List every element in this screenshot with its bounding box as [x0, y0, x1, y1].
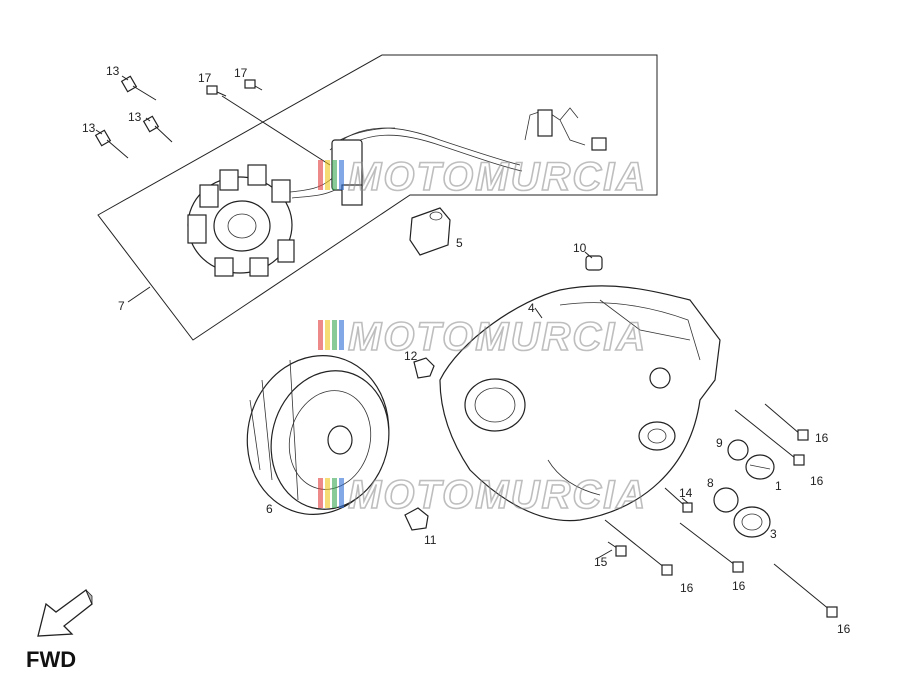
leader-17	[221, 95, 331, 166]
callout-3: 3	[770, 527, 777, 541]
leader-lines	[95, 75, 689, 559]
callout-14: 14	[679, 486, 693, 500]
screw-17-b	[244, 79, 263, 91]
leader-7	[127, 286, 151, 303]
seal-8	[713, 487, 739, 513]
nut-12	[413, 357, 435, 379]
callout-16-b: 16	[810, 474, 824, 488]
cap-1	[745, 454, 775, 480]
screw-13-b	[94, 129, 129, 159]
cap-3	[733, 506, 771, 538]
seal-9	[727, 439, 749, 461]
nut-11	[404, 507, 429, 531]
callout-13-b: 13	[82, 121, 96, 135]
watermark-text-3: MOTOMURCIA	[348, 473, 647, 517]
callout-17-b: 17	[234, 66, 248, 80]
bolt-16-b	[734, 409, 805, 466]
watermark-text-2: MOTOMURCIA	[348, 315, 647, 359]
bolt-16-a	[764, 403, 809, 441]
callout-5: 5	[456, 236, 463, 250]
callout-1: 1	[775, 479, 782, 493]
callout-16-e: 16	[837, 622, 851, 636]
watermark-2: MOTOMURCIA	[318, 314, 647, 360]
bolt-15	[607, 541, 627, 557]
flywheel-rotor-6	[246, 355, 390, 515]
callout-16-c: 16	[680, 581, 694, 595]
callout-8: 8	[707, 476, 714, 490]
callout-13-a: 13	[106, 64, 120, 78]
stator-coil	[187, 164, 351, 277]
callout-12: 12	[404, 349, 418, 363]
bolt-16-d	[679, 522, 744, 573]
crankcase-cover-4	[439, 285, 721, 522]
callout-10: 10	[573, 241, 587, 255]
callout-4: 4	[528, 301, 535, 315]
fwd-label: FWD	[26, 647, 76, 672]
watermark-text-1: MOTOMURCIA	[348, 155, 647, 199]
callout-9: 9	[716, 436, 723, 450]
callout-17-a: 17	[198, 71, 212, 85]
wiring-harness	[329, 107, 607, 206]
forward-arrow-icon	[37, 588, 93, 637]
watermark-1: MOTOMURCIA	[318, 154, 647, 200]
bolt-16-e	[773, 563, 838, 618]
watermark-3: MOTOMURCIA	[318, 472, 647, 518]
screw-13-a	[120, 75, 157, 101]
screw-17-a	[206, 85, 227, 97]
stator-group-outline	[97, 54, 658, 341]
pin-10	[585, 255, 603, 271]
callout-7: 7	[118, 299, 125, 313]
callout-16-a: 16	[815, 431, 829, 445]
callout-6: 6	[266, 502, 273, 516]
callout-13-c: 13	[128, 110, 142, 124]
callout-15: 15	[594, 555, 608, 569]
pickup-5	[409, 207, 451, 256]
callout-16-d: 16	[732, 579, 746, 593]
bolt-16-c	[604, 519, 673, 576]
leader-10	[584, 251, 593, 259]
callout-11: 11	[424, 533, 437, 547]
screw-13-c	[142, 115, 173, 143]
